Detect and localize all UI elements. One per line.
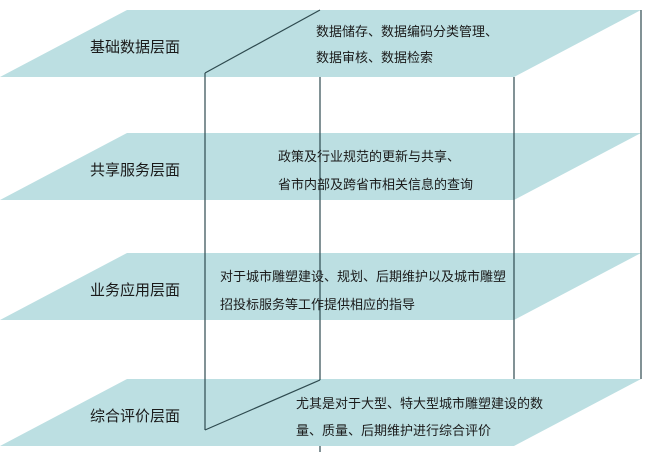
layer-1-desc-line-2: 数据审核、数据检索 xyxy=(316,51,434,66)
layer-3-desc-line-1: 对于城市雕塑建设、规划、后期维护以及城市雕塑 xyxy=(220,270,507,285)
box-frame xyxy=(204,9,642,452)
band-layer-4 xyxy=(0,379,641,446)
layer-4-desc-line-1: 尤其是对于大型、特大型城市雕塑建设的数 xyxy=(296,397,544,412)
layer-4-title: 综合评价层面 xyxy=(90,407,181,425)
layer-1-desc-line-1: 数据储存、数据编码分类管理、 xyxy=(316,25,499,40)
layer-2-desc-line-2: 省市内部及跨省市相关信息的查询 xyxy=(278,178,474,193)
layer-3-desc-line-2: 招投标服务等工作提供相应的指导 xyxy=(220,298,416,313)
layer-1-title: 基础数据层面 xyxy=(90,38,181,56)
layer-3-title: 业务应用层面 xyxy=(90,281,181,299)
band-layer-1 xyxy=(0,10,641,77)
layer-4-desc-line-2: 量、质量、后期维护进行综合评价 xyxy=(296,424,492,439)
layer-2-desc-line-1: 政策及行业规范的更新与共享、 xyxy=(278,150,461,165)
layer-2-title: 共享服务层面 xyxy=(90,161,181,179)
